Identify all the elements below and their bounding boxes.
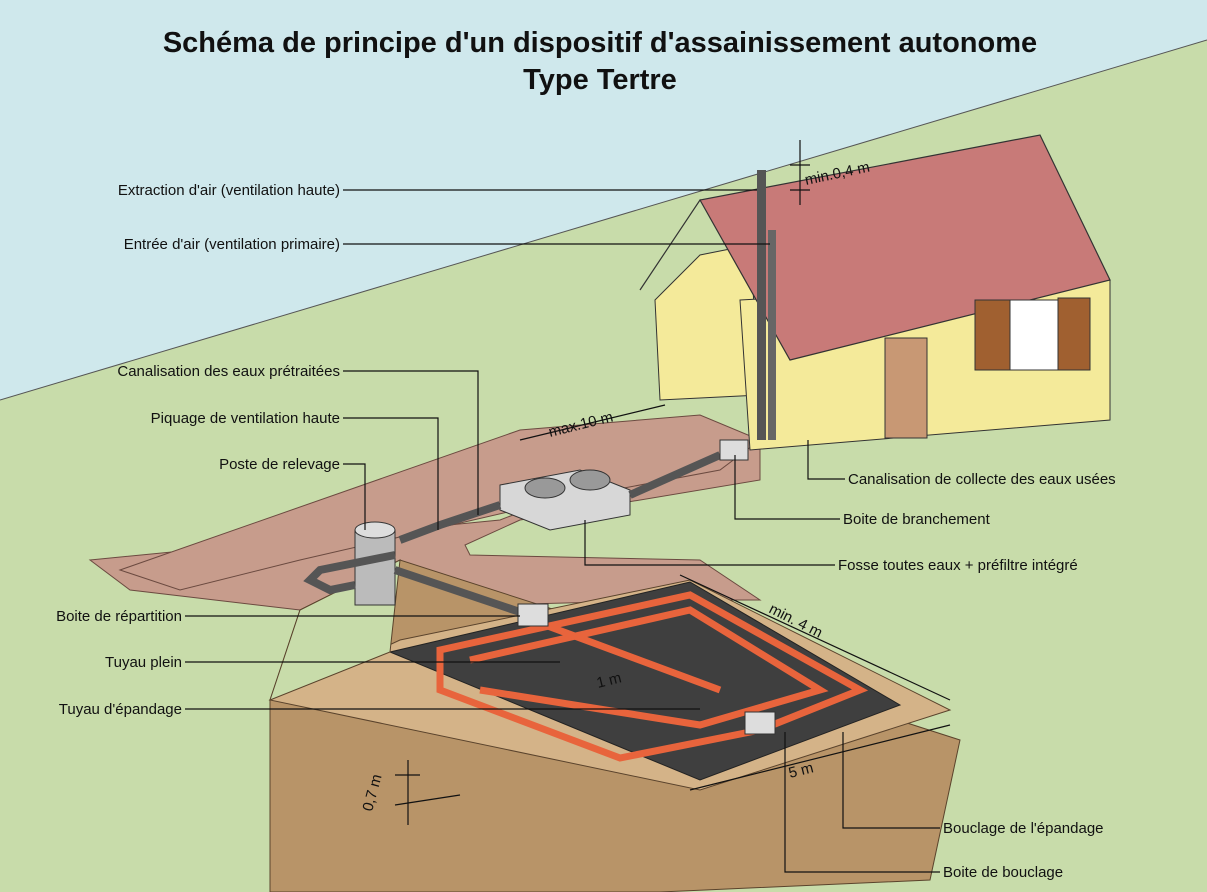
distribution-box <box>517 603 549 627</box>
septic-tank <box>499 469 631 531</box>
label-loop-box: Boite de bouclage <box>943 864 1063 881</box>
label-spreading-loop: Bouclage de l'épandage <box>943 820 1104 837</box>
vent-pipe-high <box>757 170 766 440</box>
label-distribution-box: Boite de répartition <box>56 608 182 625</box>
leader-lines <box>185 189 940 873</box>
grey-pipes <box>303 451 722 616</box>
label-air-intake: Entrée d'air (ventilation primaire) <box>124 236 340 253</box>
dimension-lines <box>394 140 951 825</box>
label-spreading-pipe: Tuyau d'épandage <box>59 701 182 718</box>
dim-pipe-spacing: 1 m <box>595 669 623 692</box>
label-pretreated-pipe: Canalisation des eaux prétraitées <box>117 363 340 380</box>
label-septic-tank: Fosse toutes eaux + préfiltre intégré <box>838 557 1078 574</box>
label-lift-station: Poste de relevage <box>219 456 340 473</box>
label-solid-pipe: Tuyau plein <box>105 654 182 671</box>
label-air-extraction: Extraction d'air (ventilation haute) <box>118 182 340 199</box>
sky <box>0 0 1207 400</box>
label-connection-box: Boite de branchement <box>843 511 991 528</box>
label-collection-pipe: Canalisation de collecte des eaux usées <box>848 471 1116 488</box>
vent-pipe-primary <box>768 230 776 440</box>
title-line2: Type Tertre <box>523 64 677 96</box>
dim-width: 5 m <box>787 759 815 782</box>
lift-station <box>354 521 396 606</box>
label-vent-tap: Piquage de ventilation haute <box>151 410 340 427</box>
horizon-line <box>0 39 1207 401</box>
connection-box <box>719 439 749 461</box>
title-line1: Schéma de principe d'un dispositif d'ass… <box>163 27 1037 59</box>
loop-box <box>744 711 776 735</box>
